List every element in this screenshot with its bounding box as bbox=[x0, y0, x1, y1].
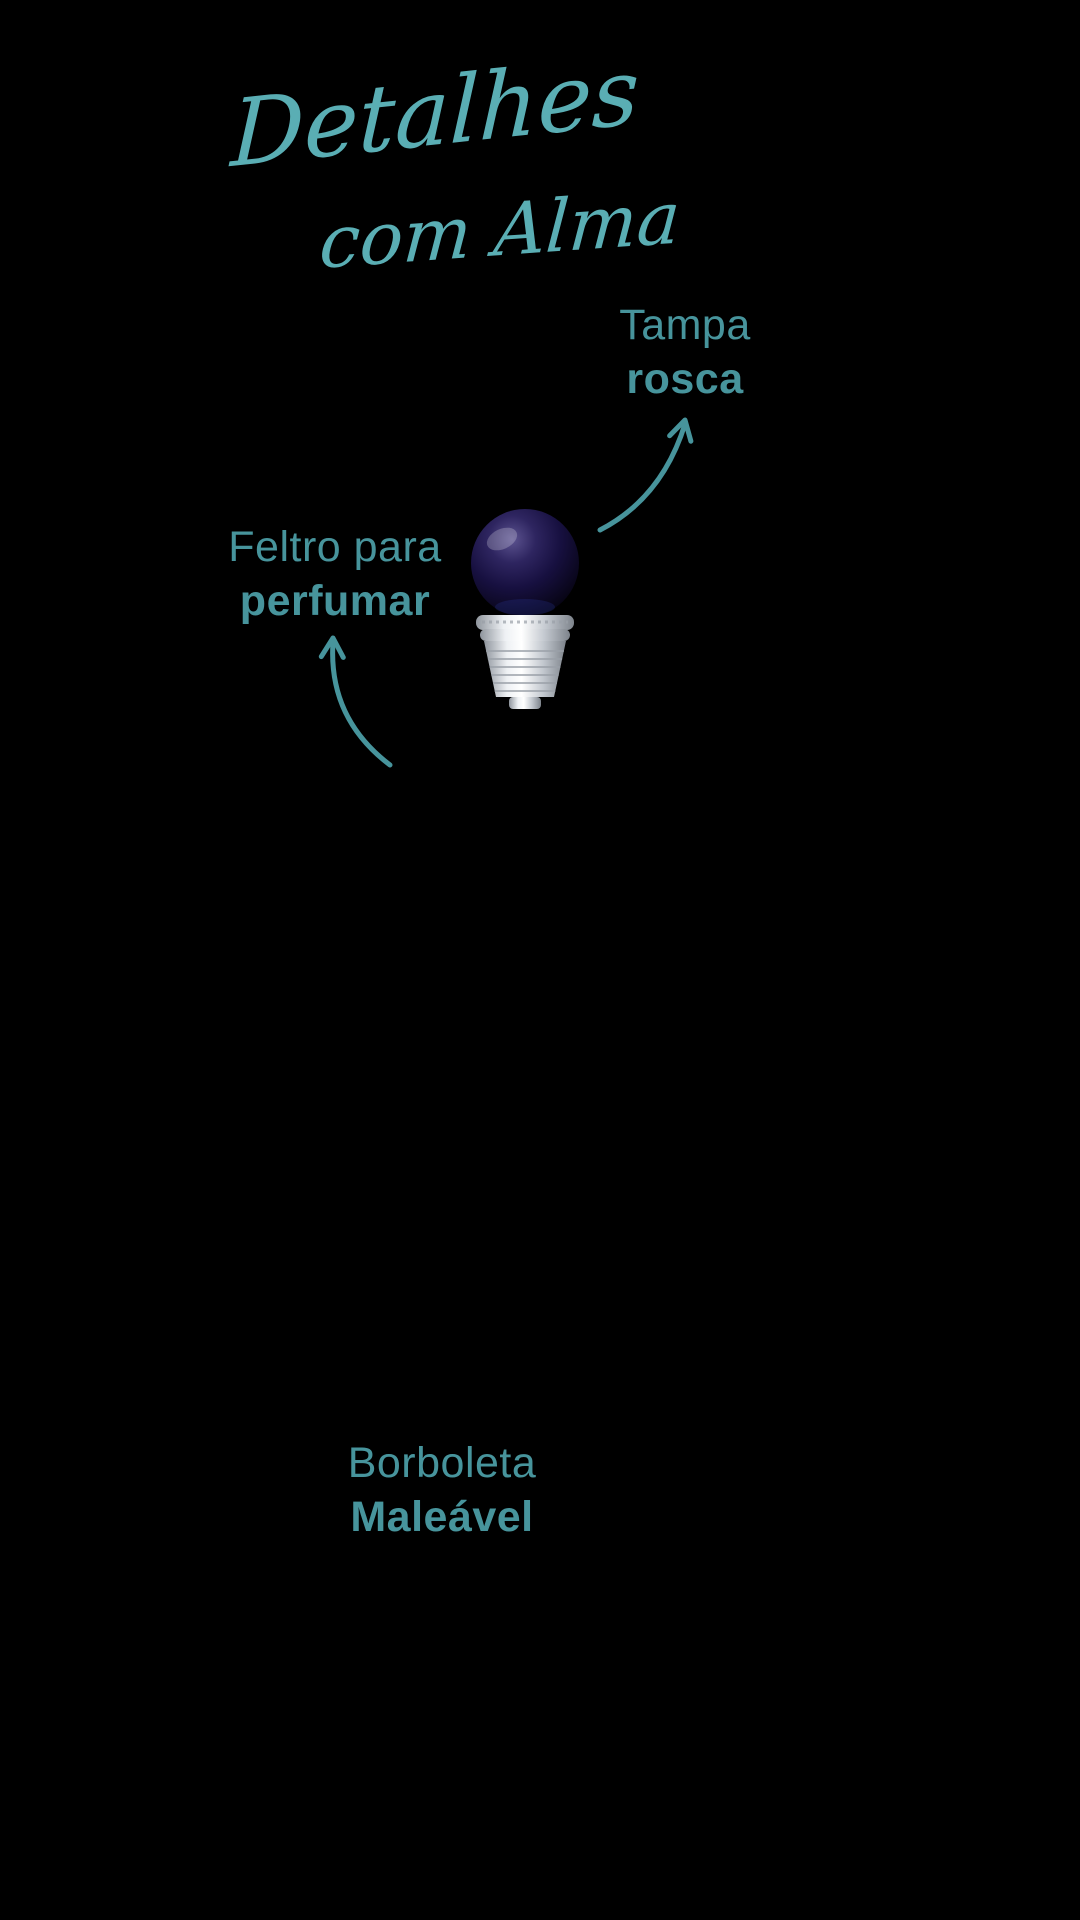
callout-borboleta-line2: Maleável bbox=[350, 1493, 534, 1542]
callout-tampa-line1: Tampa bbox=[619, 301, 751, 349]
metal-base bbox=[476, 615, 574, 709]
sphere-cap bbox=[471, 509, 579, 617]
callout-feltro-line1: Feltro para bbox=[228, 523, 442, 571]
heading-script-line1: Detalhes bbox=[229, 37, 641, 189]
product-image-perfume-cap bbox=[471, 509, 579, 709]
callout-feltro: Feltro para perfumar bbox=[195, 520, 475, 628]
heading-script-line2: com Alma bbox=[316, 175, 684, 285]
callout-tampa: Tampa rosca bbox=[545, 298, 825, 406]
curved-arrow-up-icon bbox=[318, 635, 393, 768]
callout-borboleta-line1: Borboleta bbox=[347, 1439, 537, 1487]
callout-feltro-line2: perfumar bbox=[239, 577, 431, 626]
callout-borboleta: Borboleta Maleável bbox=[302, 1436, 582, 1544]
callout-tampa-line2: rosca bbox=[626, 355, 744, 404]
